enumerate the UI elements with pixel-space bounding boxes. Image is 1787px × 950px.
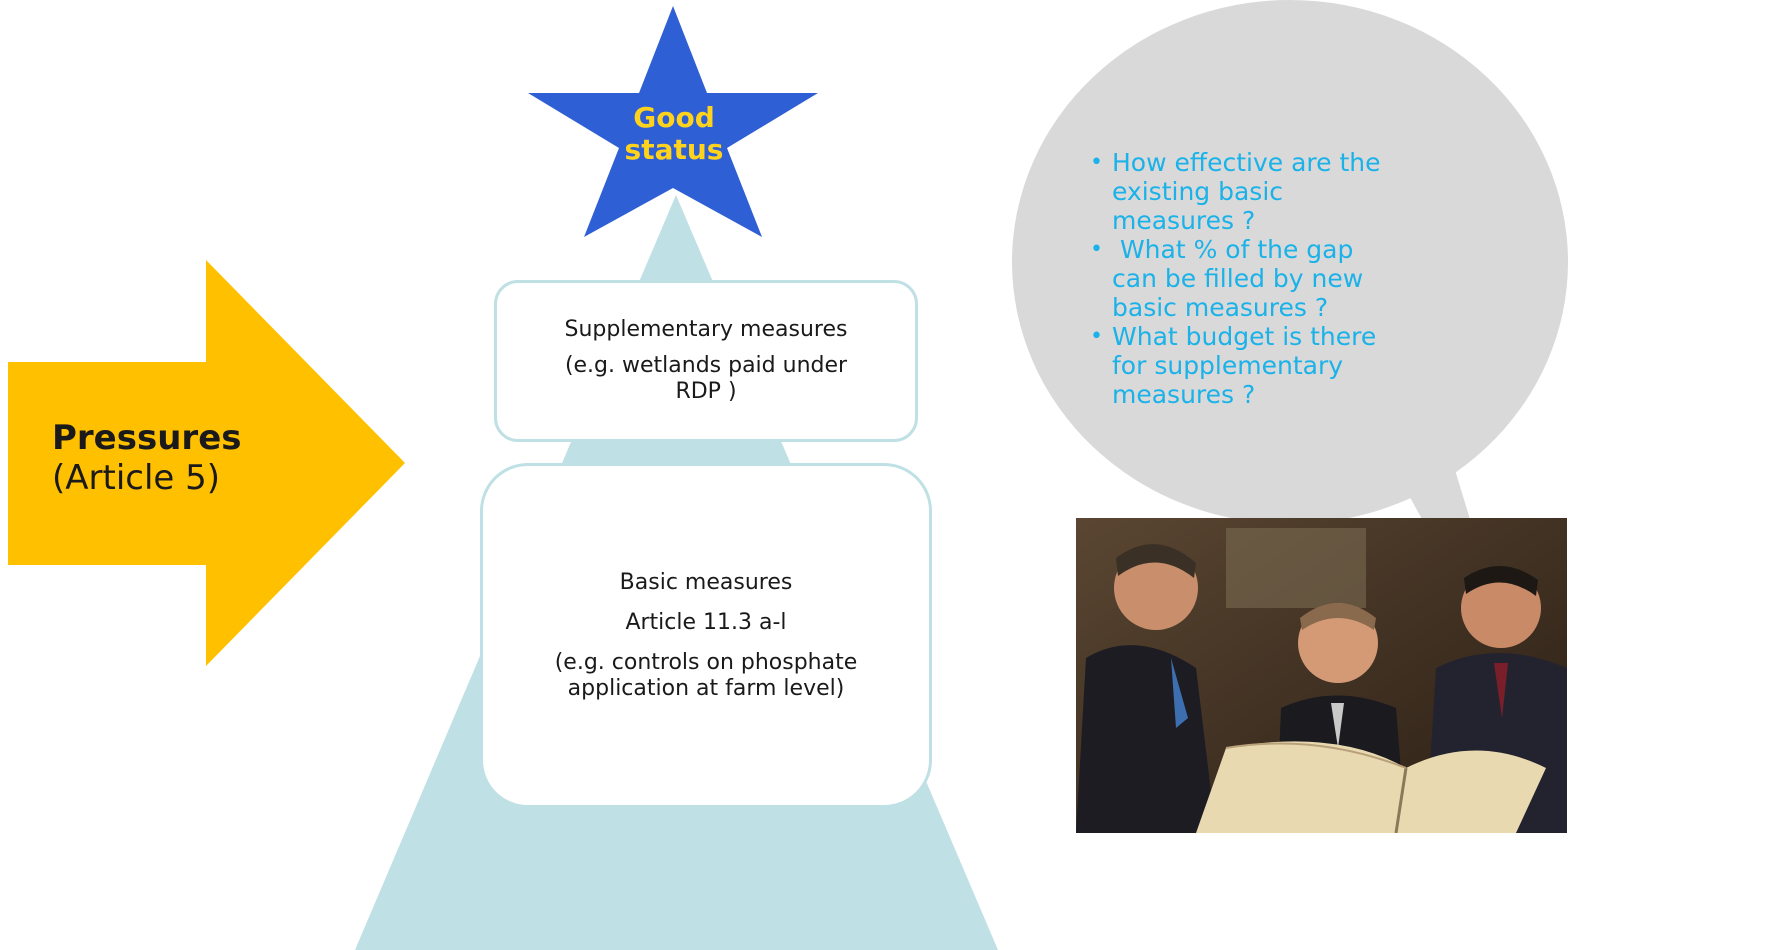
question-item: • How effective are the existing basic m… — [1090, 148, 1430, 235]
bullet-icon: • — [1090, 237, 1103, 262]
question-1-line-3: measures ? — [1112, 206, 1256, 235]
pressures-label: Pressures (Article 5) — [52, 418, 382, 498]
question-2-line-2: can be filled by new — [1112, 264, 1364, 293]
star-shape — [528, 6, 818, 237]
question-3-line-1: What budget is there — [1112, 322, 1377, 351]
question-2-line-1: What % of the gap — [1112, 235, 1354, 264]
basic-example-2: application at farm level) — [567, 675, 845, 701]
supplementary-example-2: RDP ) — [675, 379, 737, 404]
supplementary-measures-box: Supplementary measures (e.g. wetlands pa… — [494, 280, 918, 442]
question-2-line-3: basic measures ? — [1112, 293, 1329, 322]
basic-title: Basic measures — [619, 569, 793, 595]
photo-illustration — [1076, 518, 1567, 833]
bullet-icon: • — [1090, 324, 1103, 349]
pressures-title: Pressures — [52, 418, 242, 458]
question-3-line-3: measures ? — [1112, 380, 1256, 409]
basic-measures-box: Basic measures Article 11.3 a-l (e.g. co… — [480, 463, 932, 808]
bullet-icon: • — [1090, 150, 1103, 175]
question-list: • How effective are the existing basic m… — [1090, 148, 1430, 409]
supplementary-title: Supplementary measures — [564, 317, 848, 342]
pressures-subtitle: (Article 5) — [52, 458, 221, 498]
question-item: • What budget is there for supplementary… — [1090, 322, 1430, 409]
basic-article: Article 11.3 a-l — [625, 609, 787, 635]
arrow-shape — [8, 260, 405, 666]
photo-three-men-reading-book — [1076, 518, 1567, 833]
basic-example-1: (e.g. controls on phosphate — [554, 649, 858, 675]
star-label-line2: status — [624, 133, 724, 166]
supplementary-example-1: (e.g. wetlands paid under — [564, 353, 848, 378]
bubble-ellipse — [1012, 0, 1568, 524]
question-item: • What % of the gap can be filled by new… — [1090, 235, 1430, 322]
star-label-line1: Good — [633, 101, 715, 134]
question-1-line-2: existing basic — [1112, 177, 1284, 206]
good-status-label: Good status — [600, 102, 748, 166]
question-1-line-1: How effective are the — [1112, 148, 1381, 177]
question-3-line-2: for supplementary — [1112, 351, 1344, 380]
